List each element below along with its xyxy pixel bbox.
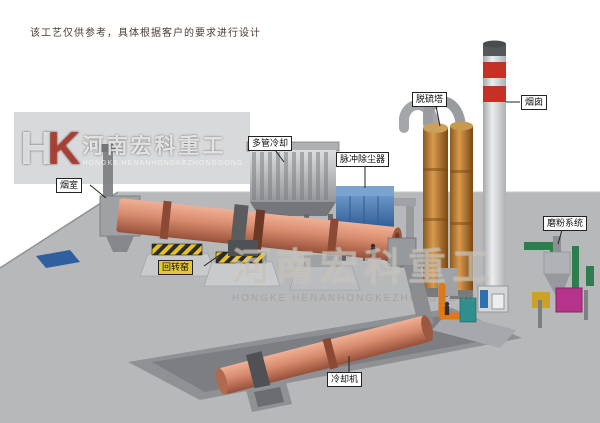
- label-pulse-dust-collector: 脉冲除尘器: [336, 152, 390, 167]
- kiln-head-hood: [387, 237, 434, 324]
- cooling-machine: [215, 315, 434, 412]
- label-cooling-machine: 冷却机: [327, 372, 363, 387]
- label-desulfurization-tower: 脱硫塔: [412, 92, 448, 107]
- auxiliary-piping: [438, 282, 477, 323]
- logo-company-name-cn: 河南宏科重工: [82, 134, 227, 158]
- grinding-system: [524, 236, 594, 328]
- logo-company-name-en: HONGKE HENANHONGKEZHONGGONG: [82, 159, 244, 167]
- label-rotary-kiln: 回转窑: [158, 260, 194, 275]
- label-leader-lines: [89, 101, 563, 372]
- chimney: [477, 40, 509, 313]
- disclaimer-note: 该工艺仅供参考，具体根据客户的要求进行设计: [30, 28, 261, 39]
- rotary-kiln: [116, 198, 403, 262]
- label-grinding-system: 磨粉系统: [543, 216, 588, 231]
- logo-hk-monogram: HK: [20, 122, 81, 174]
- label-chimney: 烟囱: [521, 95, 548, 110]
- label-smoke-chamber: 烟室: [56, 178, 83, 193]
- worker-figures: [370, 243, 450, 315]
- company-logo-watermark: HK 河南宏科重工 HONGKE HENANHONGKEZHONGGONG: [14, 112, 250, 184]
- label-multi-tube-cooler: 多管冷却: [248, 136, 293, 151]
